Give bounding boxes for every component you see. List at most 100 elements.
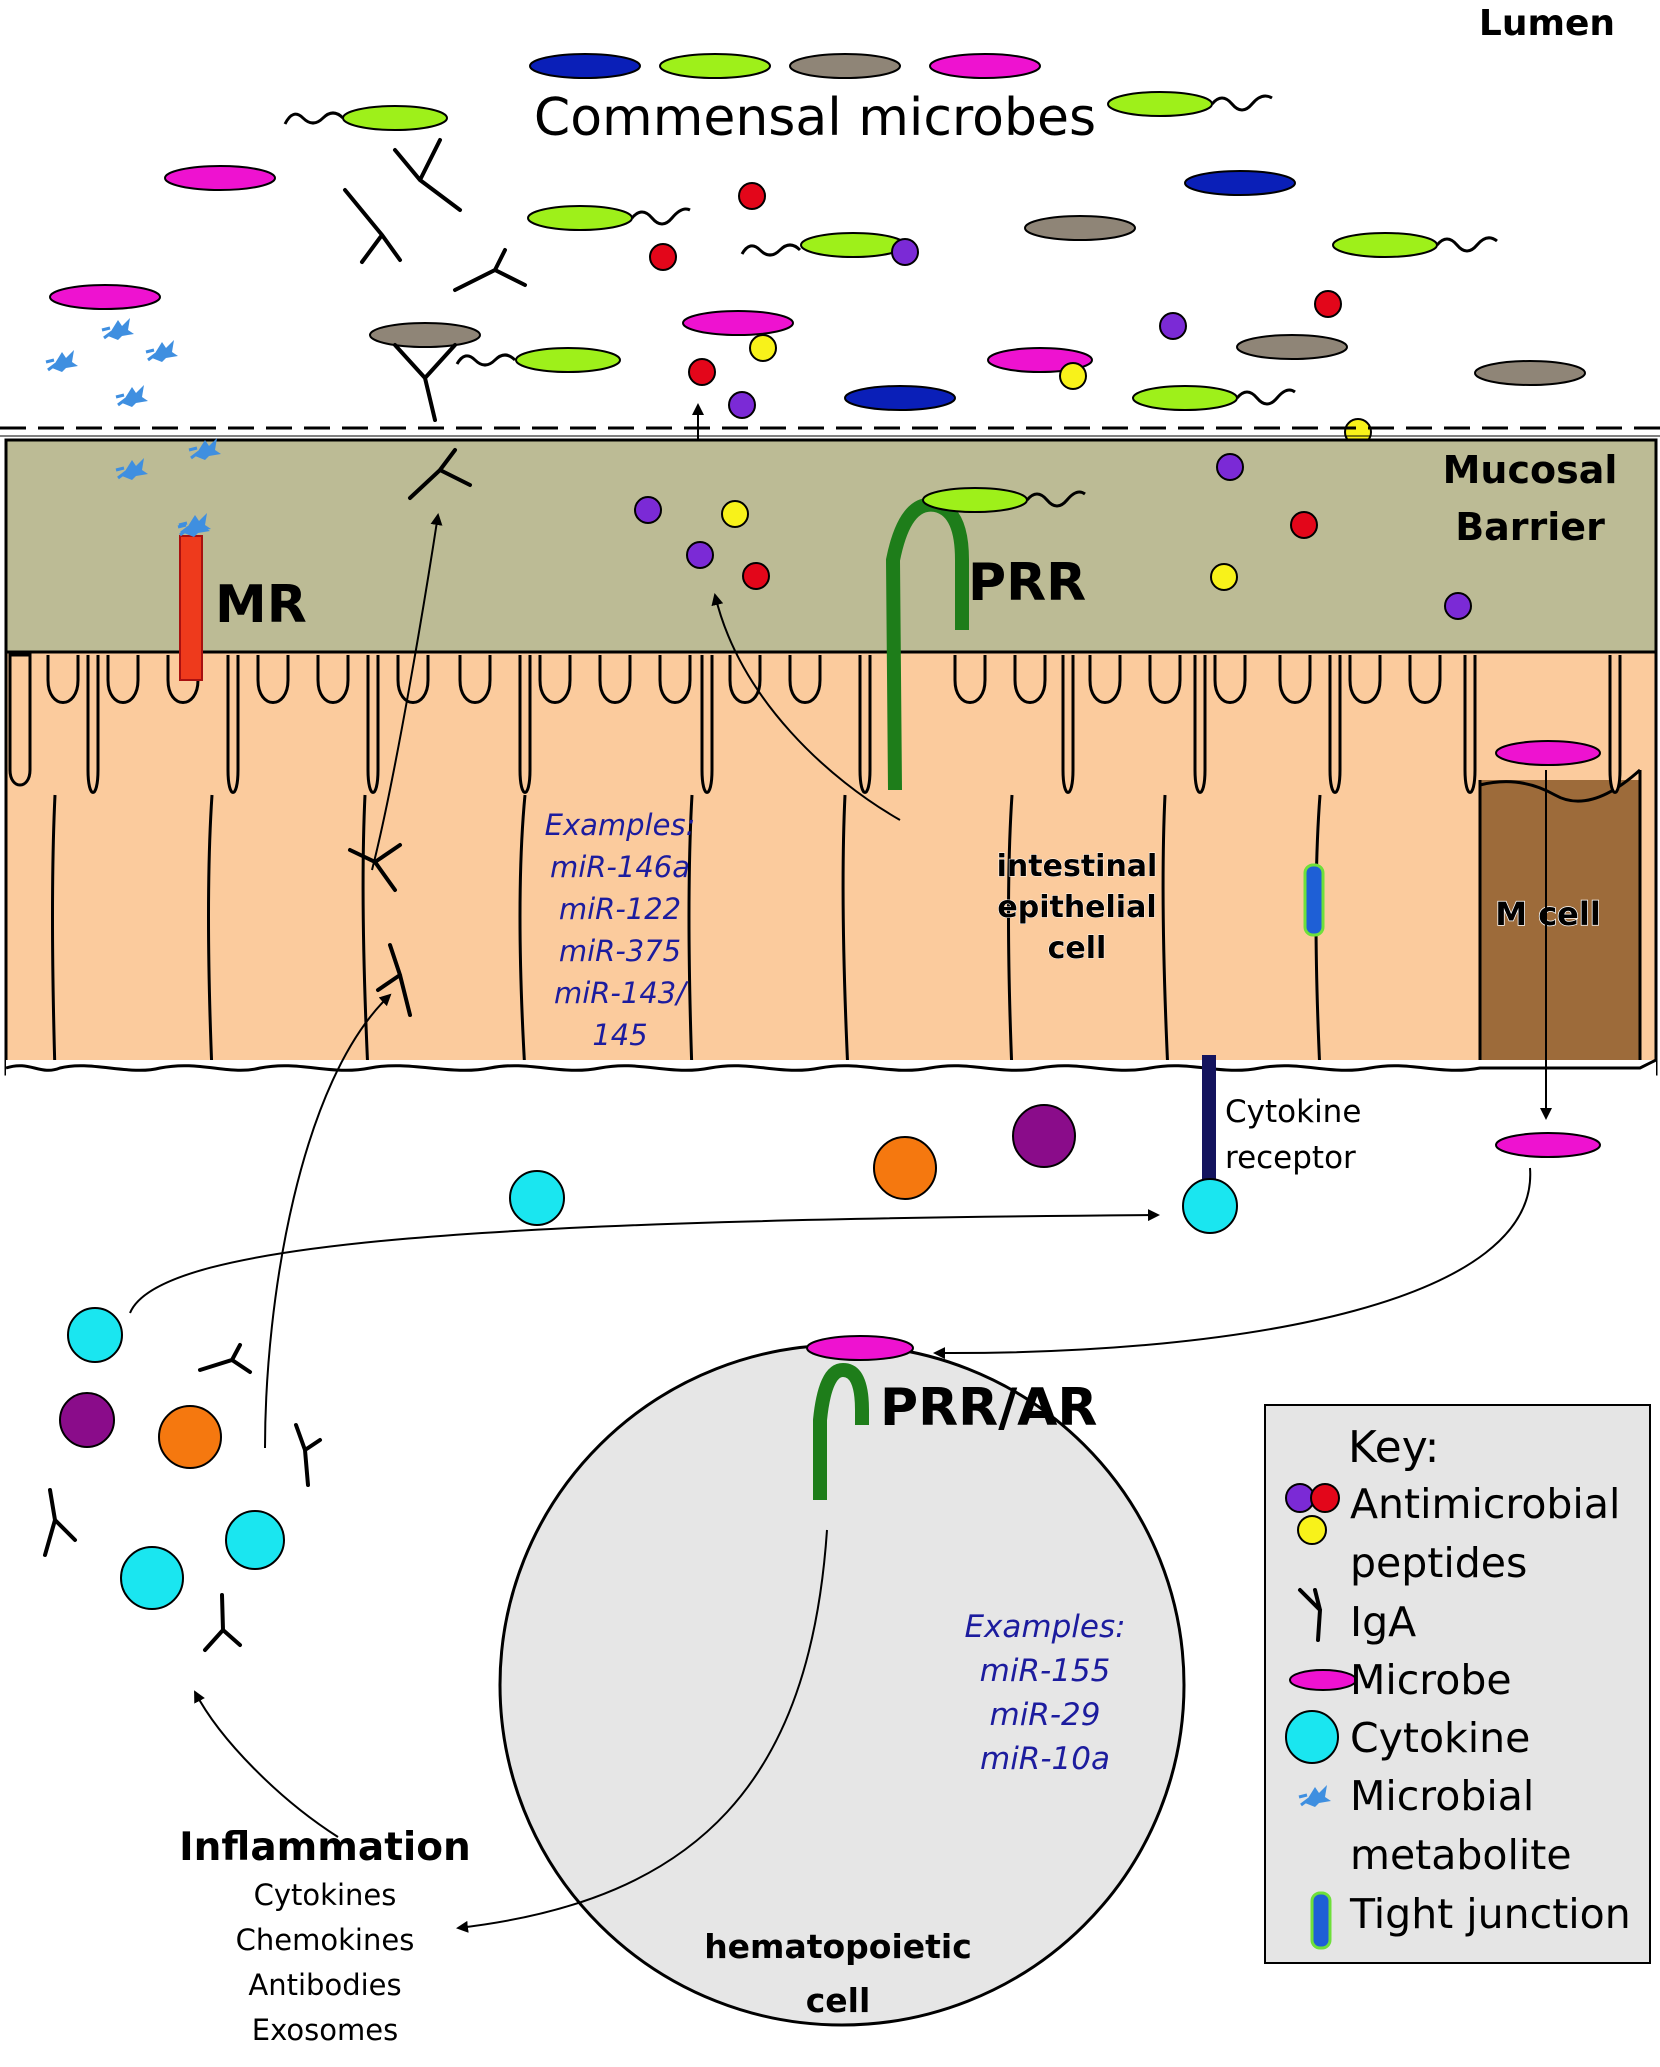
antimicrobial-peptide (688, 358, 716, 386)
prr-ar-receptor[interactable] (813, 1362, 869, 1500)
commensal-microbes-label: Commensal microbes (534, 88, 1096, 148)
cell-boundaries (51, 770, 1642, 1073)
antimicrobial-peptide (738, 182, 766, 210)
legend-iga-icon (1298, 1588, 1323, 1642)
legend-cytokine-icon (1285, 1710, 1339, 1764)
microbe-grey (1024, 215, 1136, 241)
antimicrobial-peptide (1444, 592, 1472, 620)
iga-secretion-arrow (264, 993, 392, 1449)
mr-label: MR (215, 575, 307, 635)
prr-signal-arrow (711, 593, 901, 821)
prr-ar-label: PRR/AR (880, 1378, 1097, 1438)
microbe-blue (844, 385, 956, 411)
tight-junction (1303, 863, 1325, 937)
microbe-green (659, 53, 771, 79)
microbe-with-peptide (740, 232, 919, 266)
microbe-magenta (164, 165, 276, 191)
iga (393, 138, 462, 212)
mucosal-barrier: Mucosal Barrier (4, 436, 1658, 654)
legend: Key: Antimicrobial peptides IgA Microbe … (1264, 1404, 1651, 1964)
iga (376, 943, 412, 1017)
microbe-magenta (682, 310, 794, 336)
antimicrobial-peptide (1059, 362, 1087, 390)
cytokine-receptor-label: Cytokine (1225, 1094, 1361, 1130)
antimicrobial-peptide (1314, 290, 1342, 318)
microbe-blue (529, 53, 641, 79)
microbial-metabolite (100, 316, 136, 342)
legend-peptide-icon (1285, 1483, 1340, 1545)
hematopoietic-example-mirna: miR-29 (990, 1697, 1101, 1733)
inflammation-item: Chemokines (236, 1923, 415, 1957)
microbe-magenta (929, 53, 1041, 79)
iga (408, 448, 472, 500)
cytokine-orange (873, 1136, 937, 1200)
m-cell[interactable] (1480, 780, 1640, 1060)
iga (343, 188, 402, 264)
legend-label: IgA (1350, 1598, 1416, 1646)
cytokine (509, 1170, 565, 1226)
iec-label: epithelial (997, 890, 1156, 925)
cytokine-signal-arrow (129, 1209, 1160, 1314)
antimicrobial-peptide (749, 334, 777, 362)
legend-label: Cytokine (1350, 1714, 1530, 1762)
inflammation-item: Antibodies (248, 1968, 401, 2002)
m-cell-label: M cell (1495, 895, 1601, 933)
lumen-region: Lumen Commensal microbes (44, 3, 1615, 520)
legend-tight-junction-icon (1310, 1891, 1332, 1950)
epithelial-example-mirna: 145 (592, 1018, 647, 1052)
legend-title: Key: (1348, 1422, 1439, 1473)
microbe-delivery-arrow (933, 1167, 1532, 1360)
hematopoietic-label: cell (806, 1981, 871, 2020)
microbe-flagellated (527, 205, 691, 231)
antimicrobial-peptide (1216, 453, 1244, 481)
legend-label: Tight junction (1349, 1890, 1631, 1938)
epithelial-example-mirna: miR-143/ (554, 976, 689, 1010)
legend-label: peptides (1350, 1539, 1527, 1587)
antimicrobial-peptide (686, 541, 714, 569)
inflammation-heading: Inflammation (179, 1825, 471, 1870)
hematopoietic-example-mirna: miR-155 (980, 1653, 1111, 1689)
immune-products (43, 1307, 322, 1652)
epithelial-example-mirna: miR-375 (559, 934, 681, 968)
antimicrobial-peptide (1290, 511, 1318, 539)
legend-label: Antimicrobial (1350, 1480, 1620, 1528)
microbe-flagellated (455, 347, 621, 373)
microvilli-tall (8, 653, 1622, 794)
microbe-magenta (1495, 1132, 1601, 1158)
microbe-blue (1184, 170, 1296, 196)
lumen-label: Lumen (1479, 3, 1615, 44)
antimicrobial-peptide (742, 562, 770, 590)
mucosal-barrier-label: Mucosal (1443, 448, 1618, 492)
microbe-flagellated (1132, 385, 1296, 411)
cytokine-bound (1182, 1178, 1238, 1234)
hematopoietic-label: hematopoietic (704, 1927, 972, 1966)
antimicrobial-peptide (721, 500, 749, 528)
legend-label: Microbial (1350, 1772, 1534, 1820)
epithelial-example-mirna: miR-146a (550, 850, 690, 884)
microbial-metabolite (44, 348, 80, 374)
microbe-magenta (1495, 740, 1601, 766)
legend-microbe-icon (1289, 1669, 1357, 1691)
hematopoietic-example-mirna: miR-10a (980, 1741, 1110, 1777)
mr-receptor[interactable] (176, 513, 212, 681)
microbial-metabolite (144, 338, 180, 364)
iga-transport-arrow (371, 513, 443, 871)
iec-label: cell (1048, 931, 1107, 966)
cytokine-receptor[interactable] (1202, 1055, 1216, 1180)
cytokine-receptor-label: receptor (1225, 1140, 1356, 1176)
microbe-flagellated (1332, 232, 1498, 258)
antimicrobial-peptide (1159, 312, 1187, 340)
intestinal-epithelium: Examples: miR-146a miR-122 miR-375 miR-1… (4, 650, 1658, 1080)
hematopoietic-examples-title: Examples: (964, 1609, 1125, 1645)
mucosal-barrier-label: Barrier (1455, 505, 1605, 549)
antimicrobial-peptide (634, 496, 662, 524)
inflammation-feedback-arrow (194, 1690, 339, 1838)
epithelial-example-mirna: miR-122 (559, 892, 681, 926)
microbe-grey (789, 53, 901, 79)
basal-membrane (5, 1058, 1657, 1072)
microbe-flagellated (283, 105, 448, 131)
microbe-magenta (806, 1335, 914, 1361)
legend-label: metabolite (1350, 1831, 1572, 1879)
antimicrobial-peptide (728, 391, 756, 419)
